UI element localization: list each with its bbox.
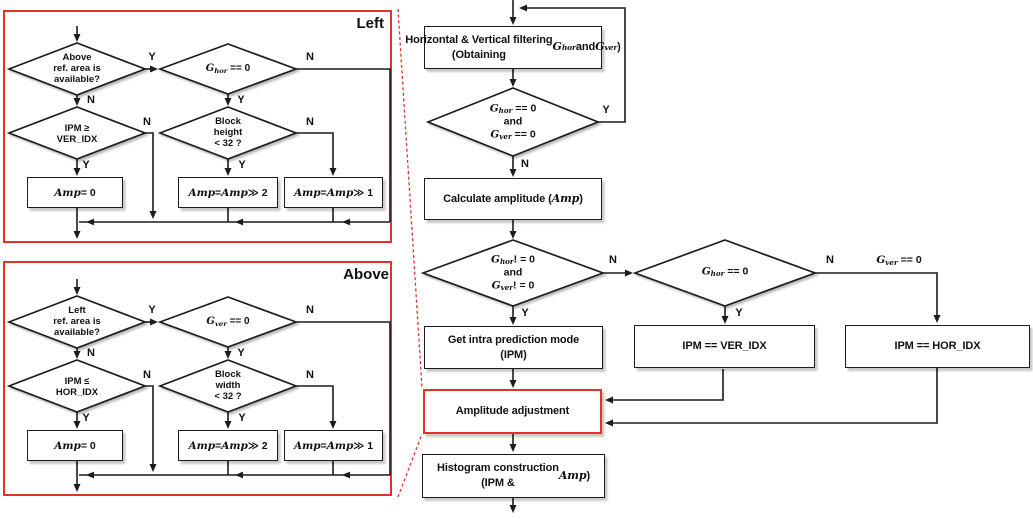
label-yes: Y [521,307,529,319]
flow-edge [605,369,724,404]
label-no: N [306,369,314,381]
label-no: N [306,304,314,316]
left-panel-edges [73,26,391,239]
box-ipm-hor-idx: IPM == HOR_IDX [845,325,1030,368]
flow-edge-loop [519,4,626,123]
callout-dashed-lines [397,8,423,498]
diamond-ghor-zero-main [632,239,818,307]
label-no: N [306,51,314,63]
diamond-ghor-gver-nonzero [420,239,606,307]
label-yes: Y [238,159,246,171]
flow-edge [605,368,938,427]
label-yes: Y [82,159,90,171]
above-panel-frame [3,261,392,496]
above-panel-edges [73,279,391,492]
box-ipm-ver-idx: IPM == VER_IDX [634,325,815,368]
label-yes: Y [238,412,246,424]
diamond-block-height [157,106,299,160]
flow-edge [815,272,941,323]
diamond-ghor-gver-zero [425,87,601,157]
flow-edge [295,385,337,429]
diamond-left-ref-available [6,295,148,349]
label-yes: Y [82,412,90,424]
diamond-ghor-zero [157,43,299,95]
box-amp-zero-left: Amp = 0 [27,177,123,208]
arrowhead [235,471,243,479]
label-yes: Y [148,51,156,63]
flow-edge [296,321,391,475]
left-panel-frame [3,10,392,243]
label-yes: Y [735,307,743,319]
arrowhead [86,218,94,226]
label-no: N [87,94,95,106]
box-amp-shift1-left: Amp = Amp ≫ 1 [284,177,383,208]
main-flow-edges [509,0,941,513]
box-filtering: Horizontal & Vertical filtering(Obtainin… [405,26,621,69]
label-no: N [609,254,617,266]
diamond-block-width [157,359,299,413]
arrowhead [342,218,350,226]
above-panel-diamonds [6,295,299,413]
diamond-ipm-ge-veridx [6,106,148,160]
box-calc-amplitude: Calculate amplitude (Amp) [424,178,602,220]
label-no: N [143,116,151,128]
label-no: N [306,116,314,128]
diamond-label-gver-zero: Gver == 0 [206,316,250,328]
label-no: N [521,158,529,170]
label-no: N [87,347,95,359]
flow-edge [296,68,391,222]
box-amp-shift1-above: Amp = Amp ≫ 1 [284,430,383,461]
box-amp-zero-above: Amp = 0 [27,430,123,461]
left-panel-diamonds [6,42,299,160]
diamond-ipm-le-horidx [6,359,148,413]
arrowhead [86,471,94,479]
diamond-label-ghor-zero: Ghor == 0 [205,63,251,75]
label-no: N [826,254,834,266]
flow-edge [140,132,157,219]
callout-line-left [397,8,423,389]
flow-edge [140,385,157,472]
label-yes: Y [602,104,610,116]
label-yes: Y [237,347,245,359]
box-amp-shift2-above: Amp = Amp ≫ 2 [178,430,278,461]
label-yes: Y [148,304,156,316]
box-amp-shift2-left: Amp = Amp ≫ 2 [178,177,278,208]
callout-line-above [397,433,423,498]
label-yes: Y [237,94,245,106]
diamond-label-ghor-zero-main: Ghor == 0 [701,265,749,279]
arrowhead [235,218,243,226]
diamond-label-ipm-le: IPM ≤HOR_IDX [55,375,99,398]
diamond-above-ref-available [6,42,148,96]
flow-edge [295,132,337,176]
diamond-label-ipm-ge: IPM ≥VER_IDX [56,122,98,145]
box-histogram-construction: Histogram construction(IPM & Amp) [422,454,605,498]
diamond-gver-zero [157,296,299,348]
main-flow-diamonds [420,87,818,307]
left-panel-title: Left [356,15,385,32]
arrowhead [342,471,350,479]
label-gver-zero-condition: Gver == 0 [876,254,922,267]
label-no: N [143,369,151,381]
box-amplitude-adjustment: Amplitude adjustment [423,389,602,434]
box-get-ipm: Get intra prediction mode(IPM) [424,326,603,369]
above-panel-title: Above [343,266,389,283]
